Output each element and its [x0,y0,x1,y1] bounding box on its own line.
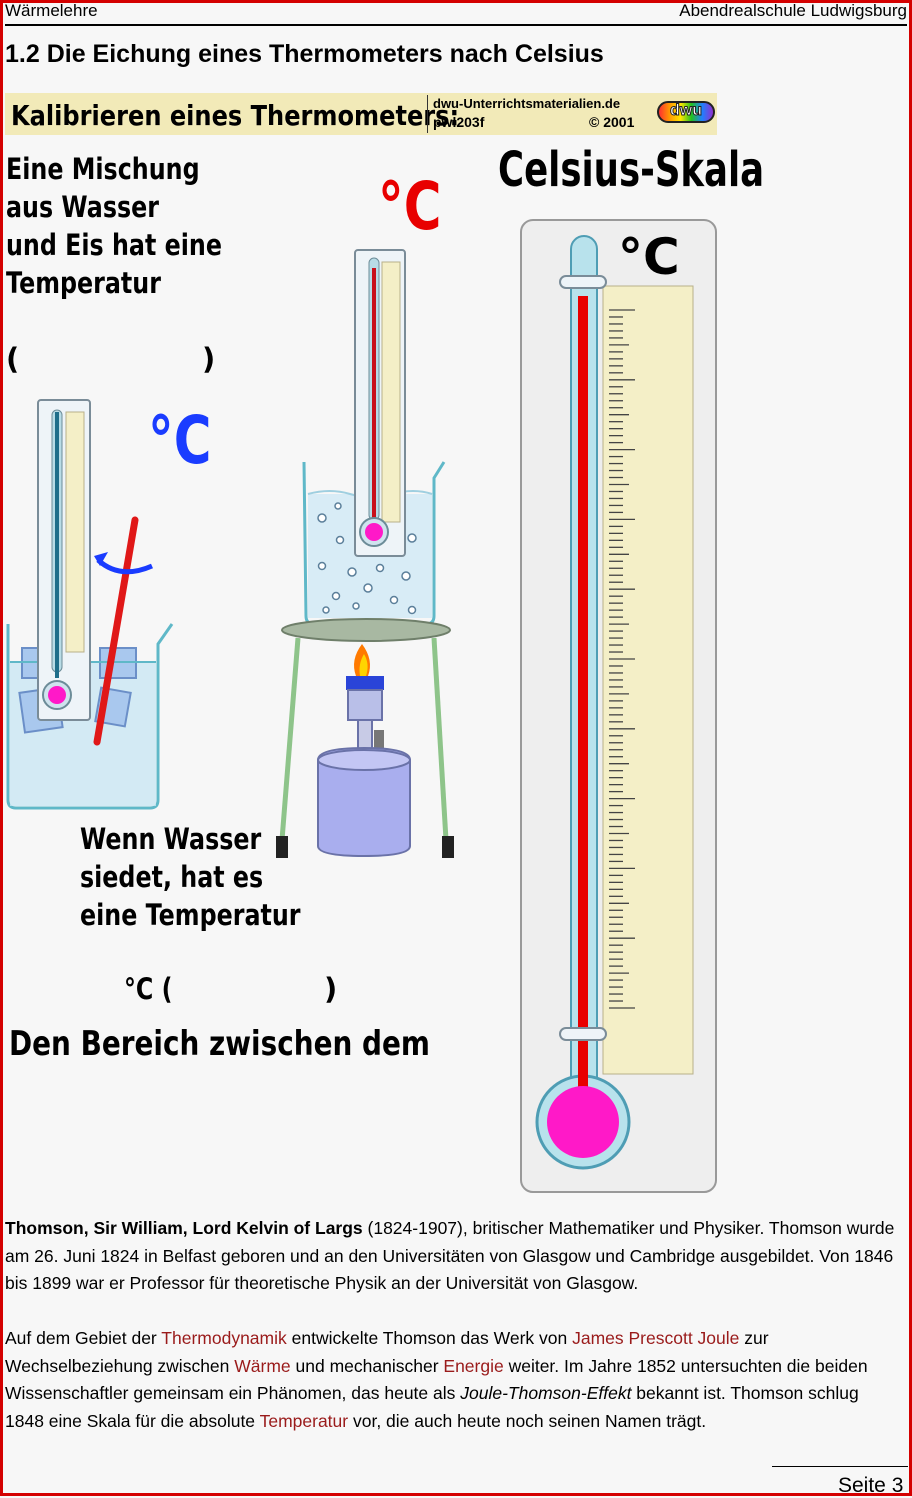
banner-divider [427,95,428,133]
bio-text: Auf dem Gebiet der [5,1328,162,1348]
rotation-arrow-icon [94,552,108,566]
page-header: Wärmelehre Abendrealschule Ludwigsburg [5,0,907,26]
ice-text-line: Temperatur [6,266,161,300]
bio-education: Thomson wurde am 26. Juni 1824 in Belfas… [5,1218,895,1293]
link-thermodynamik[interactable]: Thermodynamik [161,1328,287,1348]
tripod-stand [276,618,454,858]
bio-paragraph-2: Auf dem Gebiet der Thermodynamik entwick… [5,1325,900,1435]
dwu-logo: dwu [657,101,715,123]
link-joule[interactable]: James Prescott Joule [572,1328,740,1348]
scale-unit: °C [618,228,680,286]
bio-text: vor, die auch heute noch seinen Namen tr… [348,1410,707,1431]
effect-name: Joule-Thomson-Effekt [460,1383,632,1403]
boil-text-line: siedet, hat es [80,860,264,894]
link-temperatur[interactable]: Temperatur [259,1410,349,1431]
small-thermometer-boil [354,249,406,557]
page-title: 1.2 Die Eichung eines Thermometers nach … [5,40,604,68]
unit-celsius-blue: °C [148,402,212,479]
worksheet-banner: Kalibrieren eines Thermometers: dwu-Unte… [5,93,717,135]
boil-unit-bracket: °C ( [124,972,173,1006]
bio-text: entwickelte Thomson das Werk von [286,1328,573,1348]
banner-heading: Kalibrieren eines Thermometers: [11,99,460,132]
stirring-rod [93,516,154,746]
footer-rule [772,1466,908,1467]
bracket-open: ( [6,342,20,376]
range-text: Den Bereich zwischen dem [9,1024,430,1064]
banner-code: pwl203f [433,114,485,130]
mark-lower-clip [559,1027,607,1041]
small-thermometer-ice [37,399,91,721]
bracket-close: ) [202,342,216,376]
link-waerme[interactable]: Wärme [234,1355,291,1376]
scale-ticks [609,309,635,1009]
boil-text-line: Wenn Wasser [80,822,262,856]
ice-text-line: und Eis hat eine [6,228,222,262]
page-number: Seite 3 [838,1474,904,1497]
unit-celsius-red: °C [378,168,442,245]
boil-text-line: eine Temperatur [80,898,301,932]
bio-years: (1824-1907), britischer Mathematiker und… [362,1218,765,1238]
bio-text: zur Wechselbeziehung zwischen [5,1328,769,1376]
bio-name: Thomson, Sir William, Lord Kelvin of Lar… [5,1218,363,1238]
mark-upper-clip [559,275,607,289]
header-school: Abendrealschule Ludwigsburg [679,1,907,20]
header-subject: Wärmelehre [5,1,98,20]
bio-text: und mechanischer [290,1355,444,1376]
bio-text: weiter. Im Jahre 1852 untersuchten die b… [5,1355,868,1404]
banner-site: dwu-Unterrichtsmaterialien.de [433,96,621,111]
scale-title: Celsius-Skala [498,142,765,198]
boiling-text: Wenn Wasser siedet, hat es eine Temperat… [80,820,301,934]
ice-text-line: Eine Mischung [6,152,200,186]
ice-text-line: aus Wasser [6,190,160,224]
celsius-scale-thermometer [520,219,717,1193]
bio-text: bekannt ist. Thomson schlug 1848 eine Sk… [5,1383,859,1431]
boil-bracket-close: ) [324,972,338,1006]
bunsen-burner [317,644,411,858]
banner-copyright: © 2001 [589,114,635,130]
logo-text: dwu [670,102,703,120]
ice-mixture-text: Eine Mischung aus Wasser und Eis hat ein… [6,150,222,302]
link-energie[interactable]: Energie [443,1355,504,1376]
bio-paragraph-1: Thomson, Sir William, Lord Kelvin of Lar… [5,1215,900,1298]
calibration-illustration [6,219,717,1193]
